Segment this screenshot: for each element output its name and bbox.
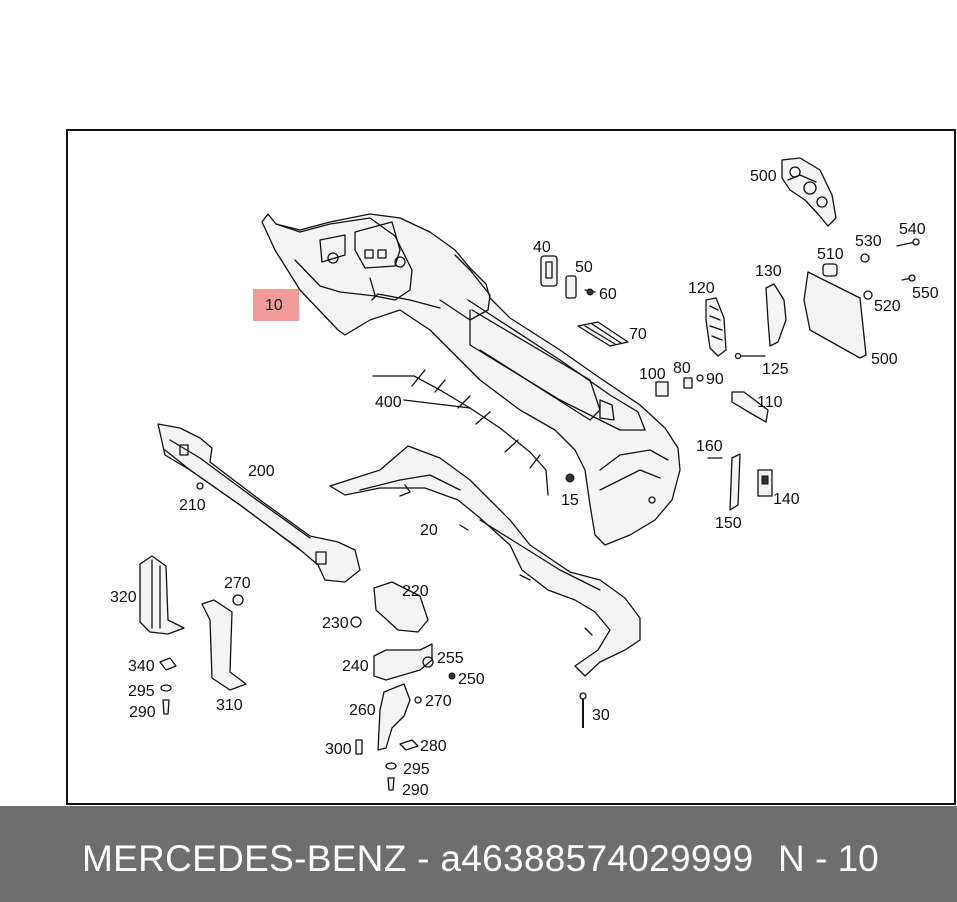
part-strip-70-lines xyxy=(584,323,622,345)
callout-labels: 500 540 530 510 520 550 500 40 50 60 120… xyxy=(110,168,939,799)
callout-280: 280 xyxy=(420,738,447,755)
callout-90: 90 xyxy=(706,371,724,388)
callout-310: 310 xyxy=(216,697,243,714)
callout-300: 300 xyxy=(325,741,352,758)
part-clip-340 xyxy=(159,657,177,671)
part-bracket-320-lines xyxy=(151,559,161,629)
callout-540: 540 xyxy=(899,221,926,238)
part-nut-270-lower xyxy=(414,696,422,704)
part-light-120-lines xyxy=(709,305,723,341)
callout-100: 100 xyxy=(639,366,666,383)
callout-130: 130 xyxy=(755,263,782,280)
part-bracket-220 xyxy=(373,581,429,633)
callout-200: 200 xyxy=(248,463,275,480)
callout-10: 10 xyxy=(265,297,283,314)
part-hardware-right xyxy=(822,238,920,300)
callout-50: 50 xyxy=(575,259,593,276)
callout-230: 230 xyxy=(322,615,349,632)
callout-550: 550 xyxy=(912,285,939,302)
callout-270-lower: 270 xyxy=(425,693,452,710)
part-washer-295-lower xyxy=(385,762,397,770)
callout-220: 220 xyxy=(402,583,429,600)
footer-bar xyxy=(0,806,957,902)
leader-400 xyxy=(403,399,471,409)
part-brackets-40-60 xyxy=(540,255,596,299)
part-bolt-30-head xyxy=(579,692,587,700)
part-nut-90 xyxy=(696,374,704,382)
part-washer-255 xyxy=(422,656,434,668)
part-screw-290-lower xyxy=(387,777,395,791)
part-cover-130 xyxy=(765,283,787,347)
part-wiring-harness-400 xyxy=(372,369,549,496)
callout-500-lower: 500 xyxy=(871,351,898,368)
callout-30: 30 xyxy=(592,707,610,724)
callout-120: 120 xyxy=(688,280,715,297)
part-washer-270-top xyxy=(232,594,244,606)
callout-290-lower: 290 xyxy=(402,782,429,799)
callout-60: 60 xyxy=(599,286,617,303)
callout-80: 80 xyxy=(673,360,691,377)
part-plate-500-lower xyxy=(803,271,867,359)
part-washer-295-left xyxy=(160,684,172,692)
part-bumper-cover xyxy=(261,213,681,546)
part-screw-15 xyxy=(565,473,575,483)
callout-260: 260 xyxy=(349,702,376,719)
callout-140: 140 xyxy=(773,491,800,508)
part-nut-230 xyxy=(350,616,362,628)
part-bracket-260 xyxy=(377,683,411,751)
callout-125: 125 xyxy=(762,361,789,378)
callout-295-left: 295 xyxy=(128,683,155,700)
parts-diagram: 500 540 530 510 520 550 500 40 50 60 120… xyxy=(66,129,956,805)
callout-70: 70 xyxy=(629,326,647,343)
part-clip-100 xyxy=(655,381,669,397)
callout-20: 20 xyxy=(420,522,438,539)
part-bumper-beam-200 xyxy=(157,423,361,583)
callout-15: 15 xyxy=(561,492,579,509)
callout-520: 520 xyxy=(874,298,901,315)
part-diffuser-20 xyxy=(329,445,641,677)
part-clip-140-hole xyxy=(761,475,769,485)
callout-530: 530 xyxy=(855,233,882,250)
part-light-120 xyxy=(705,297,727,357)
callout-500-top: 500 xyxy=(750,168,777,185)
callout-320: 320 xyxy=(110,589,137,606)
callout-270-top: 270 xyxy=(224,575,251,592)
callout-160: 160 xyxy=(696,438,723,455)
callout-295-lower: 295 xyxy=(403,761,430,778)
callout-400: 400 xyxy=(375,394,402,411)
callout-40: 40 xyxy=(533,239,551,256)
callout-340: 340 xyxy=(128,658,155,675)
part-screw-250 xyxy=(448,672,456,680)
callout-210: 210 xyxy=(179,497,206,514)
part-clip-80 xyxy=(683,377,693,389)
callout-510: 510 xyxy=(817,246,844,263)
part-screw-290-left xyxy=(162,699,170,715)
callout-240: 240 xyxy=(342,658,369,675)
part-clip-280 xyxy=(399,739,419,751)
footer-ref: N - 10 xyxy=(778,838,879,879)
part-nut-210 xyxy=(196,482,204,490)
part-bracket-110 xyxy=(731,391,769,423)
callout-250: 250 xyxy=(458,671,485,688)
part-clip-300 xyxy=(355,739,363,755)
callout-255: 255 xyxy=(437,650,464,667)
highlight-box-10 xyxy=(253,289,299,321)
callout-150: 150 xyxy=(715,515,742,532)
part-screw-125-head xyxy=(734,352,742,360)
callout-290-left: 290 xyxy=(129,704,156,721)
callout-110: 110 xyxy=(757,394,783,411)
part-bracket-320 xyxy=(139,555,185,635)
part-plate-500-top xyxy=(781,157,837,227)
part-bracket-310 xyxy=(201,599,247,691)
footer-brand-part-number: MERCEDES-BENZ - a46388574029999 xyxy=(82,838,754,879)
part-strip-150 xyxy=(729,453,741,511)
